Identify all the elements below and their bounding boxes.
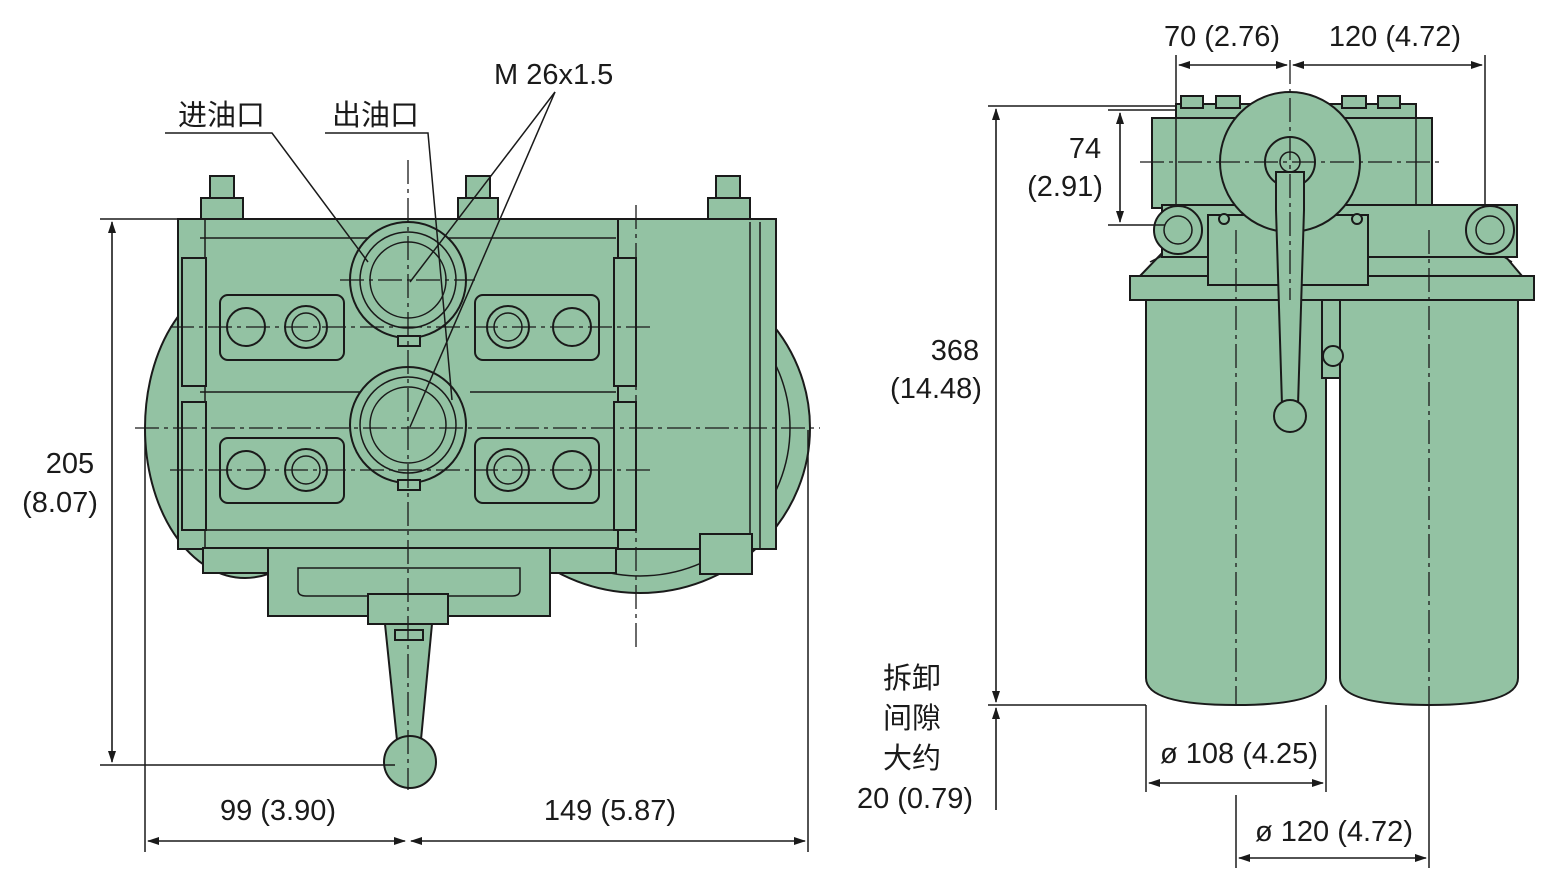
- inlet-label: 进油口: [178, 98, 265, 132]
- left-width-dim: 99 (3.90): [220, 795, 336, 827]
- mount-height-dim-in: (2.91): [1027, 171, 1103, 203]
- total-height-dim: 368: [931, 335, 979, 367]
- total-height-dim-in: (14.48): [890, 373, 982, 405]
- top-left-dim: 70 (2.76): [1164, 21, 1280, 53]
- outlet-label: 出油口: [332, 98, 419, 132]
- top-right-dim: 120 (4.72): [1329, 21, 1461, 53]
- clearance-line3: 大约: [883, 741, 941, 775]
- mount-height-dim: 74: [1069, 133, 1101, 165]
- thread-label: M 26x1.5: [494, 59, 613, 91]
- right-width-dim: 149 (5.87): [544, 795, 676, 827]
- clearance-value: 20 (0.79): [857, 783, 973, 815]
- height-dim: 205: [46, 448, 94, 480]
- indicator-window-tr: [474, 294, 600, 361]
- height-dim-in: (8.07): [22, 487, 98, 519]
- bowl-dia-dim: ø 108 (4.25): [1160, 738, 1318, 770]
- clearance-line1: 拆卸: [883, 661, 941, 695]
- indicator-window-br: [474, 437, 600, 504]
- spacing-dim: ø 120 (4.72): [1255, 816, 1413, 848]
- front-view: 进油口 出油口 M 26x1.5 205 (8.07) 99 (3.90) 14…: [22, 59, 820, 852]
- clearance-line2: 间隙: [883, 701, 941, 735]
- side-view: 70 (2.76) 120 (4.72) 74 (2.91) 368 (14.4…: [857, 21, 1535, 868]
